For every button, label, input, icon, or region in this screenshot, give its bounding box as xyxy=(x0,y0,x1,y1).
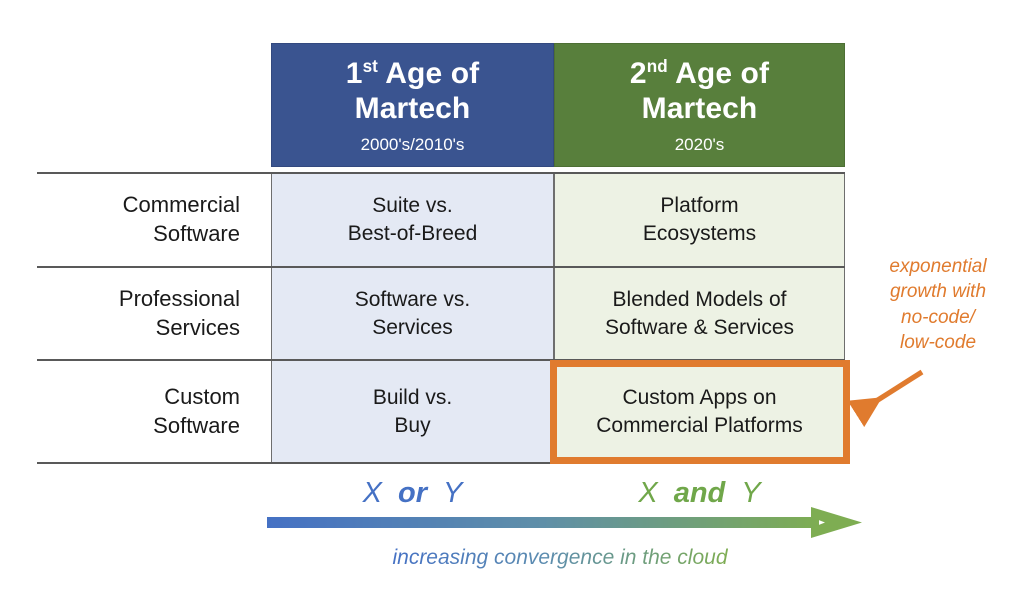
cell-professional-services-first-age: Software vs. Services xyxy=(271,268,554,359)
cell-line2: Best-of-Breed xyxy=(347,222,478,245)
title-line2: Martech xyxy=(641,92,758,126)
cell-line2: Buy xyxy=(394,413,431,437)
row-label-line2: Software xyxy=(153,412,240,438)
cell-line1: Platform xyxy=(660,194,739,218)
row-label-line1: Custom xyxy=(164,383,240,409)
highlight-box-custom-apps xyxy=(550,360,850,464)
ordinal-number: 2 xyxy=(629,56,647,90)
title-main: Age of xyxy=(675,56,770,90)
convergence-caption: increasing convergence in the cloud xyxy=(270,546,850,570)
ordinal-suffix: nd xyxy=(646,57,668,77)
ordinal-number: 1 xyxy=(345,56,363,90)
cell-line1: Suite vs. xyxy=(372,194,453,218)
row-label-line1: Commercial xyxy=(122,192,240,218)
cell-line1: Custom Apps on xyxy=(622,385,777,409)
cell-line2: Software & Services xyxy=(604,315,795,339)
legend-right-x: X xyxy=(638,476,658,509)
cell-line2: Commercial Platforms xyxy=(596,413,803,437)
cell-line1: Blended Models of xyxy=(612,287,787,311)
table-rule-top xyxy=(37,172,845,174)
arrow-down-left-icon xyxy=(847,369,924,428)
table-rule-1 xyxy=(37,266,845,268)
row-label-line1: Professional xyxy=(118,285,240,311)
legend-x-or-y: X or Y xyxy=(271,473,554,513)
legend-left-x: X xyxy=(362,476,382,509)
column-header-first-age-subtitle: 2000's/2010's xyxy=(360,134,465,154)
title-line2: Martech xyxy=(354,92,471,126)
annotation-exponential-growth: exponential growth with no-code/ low-cod… xyxy=(856,254,1020,355)
legend-x-and-y: X and Y xyxy=(554,473,845,513)
annotation-line2: growth with xyxy=(889,281,987,303)
ordinal-suffix: st xyxy=(362,57,378,77)
cell-professional-services-second-age: Blended Models of Software & Services xyxy=(554,268,845,359)
legend-left-operator: or xyxy=(398,476,427,509)
legend-right-y: Y xyxy=(741,476,761,509)
annotation-line4: low-code xyxy=(899,331,977,353)
table-rule-bottom xyxy=(37,462,845,464)
cell-line2: Services xyxy=(372,315,453,339)
cell-custom-software-second-age: Custom Apps on Commercial Platforms xyxy=(554,361,845,462)
row-label-line2: Services xyxy=(155,314,240,340)
cell-line1: Software vs. xyxy=(354,287,471,311)
legend-left-y: Y xyxy=(443,476,463,509)
title-main: Age of xyxy=(385,56,480,90)
cell-commercial-software-first-age: Suite vs. Best-of-Breed xyxy=(271,174,554,266)
table-rule-2 xyxy=(37,359,845,361)
annotation-line3: no-code/ xyxy=(901,306,975,328)
cell-custom-software-first-age: Build vs. Buy xyxy=(271,361,554,462)
legend-right-operator: and xyxy=(673,476,726,509)
cell-line1: Build vs. xyxy=(372,385,453,409)
annotation-line1: exponential xyxy=(889,256,987,277)
arrow-right-icon xyxy=(267,507,862,538)
convergence-caption-text: increasing convergence in the cloud xyxy=(392,546,728,569)
row-label-line2: Software xyxy=(153,221,240,246)
column-header-second-age-subtitle: 2020's xyxy=(674,134,725,154)
cell-line2: Ecosystems xyxy=(642,222,757,245)
